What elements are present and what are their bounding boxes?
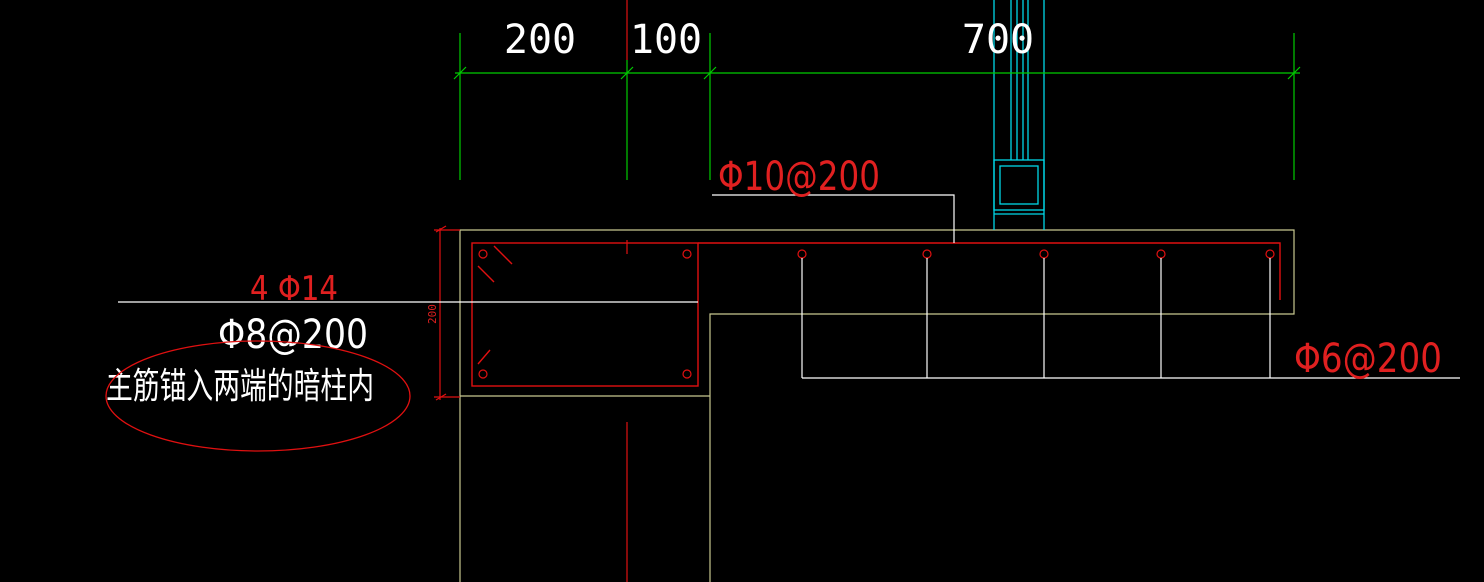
slab-outline <box>459 229 1295 582</box>
dim-tick-1 <box>453 66 467 80</box>
height-dim-tick-top <box>435 225 447 233</box>
dimension-lines <box>453 33 1301 180</box>
wall-outline <box>459 229 1295 582</box>
column-box-outer <box>993 159 1045 211</box>
leader-top-rebar <box>712 194 955 243</box>
label-distribution-bar: Φ6@200 <box>1294 336 1442 382</box>
dimension-100: 100 <box>630 17 702 63</box>
leader-lines <box>118 194 1460 379</box>
stirrup-hook-top-2 <box>477 265 495 283</box>
note-highlight-ellipse <box>105 340 411 452</box>
beam-bar-bottom-right <box>682 369 692 379</box>
beam-bar-top-left <box>478 249 488 259</box>
top-slab-rebar <box>698 242 1281 300</box>
dimension-height-200: 200 <box>426 304 439 324</box>
rebar-group <box>471 242 1281 387</box>
dim-tick-2 <box>620 66 634 80</box>
dimension-700: 700 <box>962 17 1034 63</box>
dim-tick-4 <box>1287 66 1301 80</box>
stirrup-hook-top <box>493 245 513 265</box>
beam-bar-top-right <box>682 249 692 259</box>
note-text: 主筋锚入两端的暗柱内 <box>106 366 374 407</box>
label-beam-main-bars: 4 Φ14 <box>250 269 338 309</box>
dimension-200-left: 200 <box>504 17 576 63</box>
dim-tick-3 <box>703 66 717 80</box>
column-element <box>993 0 1045 230</box>
height-dimension <box>434 225 460 401</box>
column-box-inner <box>999 165 1039 205</box>
stirrup-hook-bottom <box>477 349 491 365</box>
beam-stirrup <box>471 242 699 387</box>
beam-bar-bottom-left <box>478 369 488 379</box>
label-top-rebar: Φ10@200 <box>718 154 880 200</box>
